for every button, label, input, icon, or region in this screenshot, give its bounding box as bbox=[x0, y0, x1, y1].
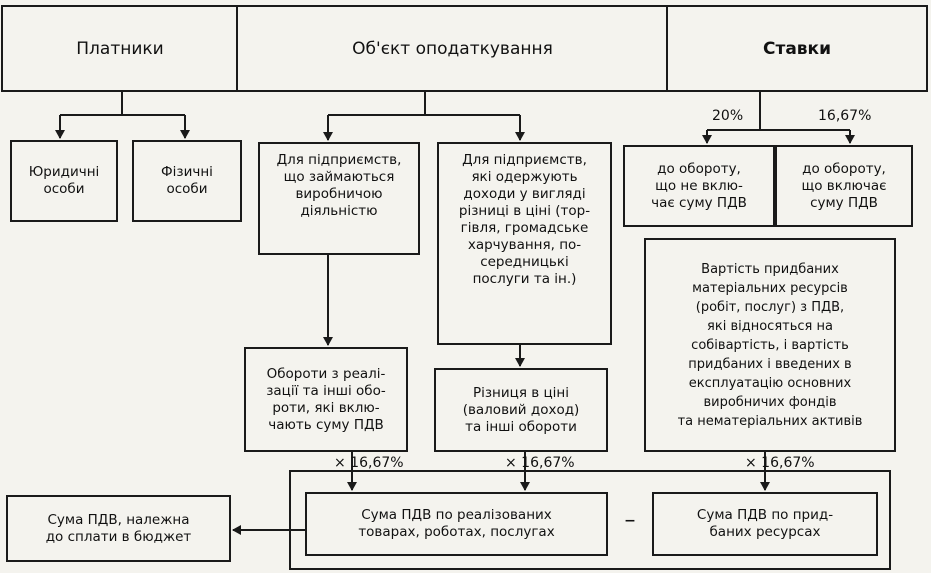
rate-20-label: 20% bbox=[712, 108, 744, 124]
minus-sign: – bbox=[624, 507, 636, 533]
price-difference: Різниця в ціні (валовий доход) та інші о… bbox=[434, 368, 608, 452]
header-object: Об'єкт оподаткування bbox=[352, 38, 553, 59]
purchased-resources: Вартість придбаних матеріальних ресурсів… bbox=[644, 238, 896, 452]
header-rates: Ставки bbox=[762, 38, 831, 59]
header-payers: Платники bbox=[76, 38, 164, 59]
turnover-sales: Обороти з реалі- зації та інші обо- роти… bbox=[244, 347, 408, 452]
sales-vat-sum: Сума ПДВ по реалізованих товарах, робота… bbox=[305, 492, 608, 556]
rate-including-vat: до обороту, що включає суму ПДВ bbox=[775, 145, 913, 227]
rate-excluding-vat: до обороту, що не вклю- чає суму ПДВ bbox=[623, 145, 775, 227]
purchased-vat-sum: Сума ПДВ по прид- баних ресурсах bbox=[652, 492, 878, 556]
rate-1667-label: 16,67% bbox=[818, 108, 872, 124]
payer-legal: Юридичні особи bbox=[10, 140, 118, 222]
object-production: Для підприємств, що займаються виробничо… bbox=[258, 142, 420, 255]
object-trade: Для підприємств, які одержують доходи у … bbox=[437, 142, 612, 345]
multiplier-2: × 16,67% bbox=[505, 455, 575, 471]
payer-individual: Фізичні особи bbox=[132, 140, 242, 222]
multiplier-3: × 16,67% bbox=[745, 455, 815, 471]
budget-vat-sum: Сума ПДВ, належна до сплати в бюджет bbox=[6, 495, 231, 562]
multiplier-1: × 16,67% bbox=[334, 455, 404, 471]
